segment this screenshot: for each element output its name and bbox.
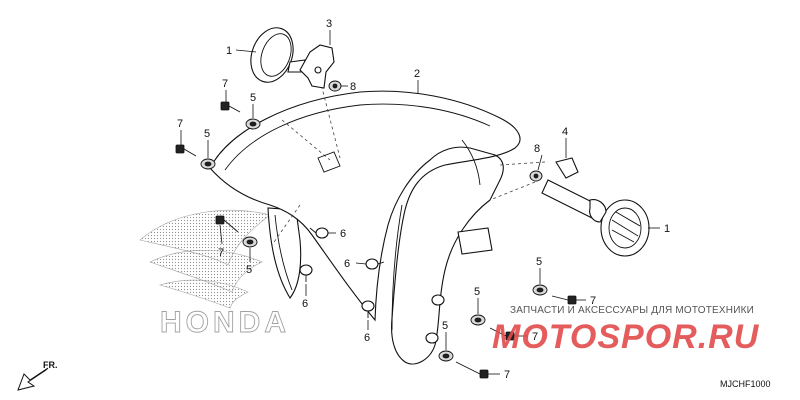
bolt-7e xyxy=(489,327,515,341)
rear-mud-flap xyxy=(267,207,302,299)
callout-7e: 7 xyxy=(532,331,538,343)
bolt-7b xyxy=(175,144,197,157)
callouts: 1 1 2 3 4 5 5 5 5 5 5 6 6 6 6 7 7 7 7 7 … xyxy=(177,18,670,381)
callout-5d: 5 xyxy=(536,256,542,268)
honda-wing-logo: HONDA xyxy=(139,210,290,339)
screw-6b xyxy=(299,264,313,282)
callout-5f: 5 xyxy=(442,320,448,332)
callout-7c: 7 xyxy=(218,247,224,259)
watermark-logo: MOTOSPOR.RU xyxy=(492,318,760,356)
front-fender xyxy=(209,90,521,365)
grommet-5b xyxy=(200,158,216,170)
bolt-7f xyxy=(455,361,489,379)
bolt-7a xyxy=(220,101,241,113)
front-direction-label: FR. xyxy=(43,360,58,370)
screw-6d xyxy=(361,300,375,318)
dashed-guides xyxy=(271,79,546,246)
callout-7d: 7 xyxy=(590,295,596,307)
callout-1-reflector-top: 1 xyxy=(226,45,232,57)
reflector-top xyxy=(250,27,306,83)
diagram-code: MJCHF1000 xyxy=(720,379,771,389)
honda-logo-text: HONDA xyxy=(160,306,290,339)
nut-8a xyxy=(328,80,342,92)
screw-6a xyxy=(309,227,329,239)
callout-7b: 7 xyxy=(177,118,183,130)
screw-6c xyxy=(365,258,385,270)
callout-3-bracket: 3 xyxy=(326,18,332,30)
callout-8b: 8 xyxy=(534,143,540,155)
nut-8b xyxy=(529,170,543,182)
grommet-5c xyxy=(242,236,258,248)
callout-8a: 8 xyxy=(350,81,356,93)
callout-7f: 7 xyxy=(504,369,510,381)
bolt-7c xyxy=(215,215,239,233)
callout-5a: 5 xyxy=(250,92,256,104)
callout-6a: 6 xyxy=(340,228,346,240)
grommet-5a xyxy=(245,118,261,130)
callout-7a: 7 xyxy=(222,78,228,90)
callout-1-reflector-right: 1 xyxy=(664,223,670,235)
bolt-7d xyxy=(551,295,577,305)
callout-2-fender: 2 xyxy=(414,68,420,80)
callout-6c: 6 xyxy=(344,258,350,270)
reflector-right xyxy=(541,157,650,257)
grommet-5e xyxy=(470,314,486,326)
reflector-bracket-top xyxy=(299,44,335,89)
callout-5b: 5 xyxy=(204,128,210,140)
leader-lines xyxy=(180,30,660,375)
front-direction-arrow-icon xyxy=(17,367,49,391)
callout-6b: 6 xyxy=(302,298,308,310)
callout-5c: 5 xyxy=(246,264,252,276)
callout-5e: 5 xyxy=(474,286,480,298)
grommet-5d xyxy=(532,284,548,296)
grommet-5f xyxy=(438,350,454,362)
callout-4-bracket: 4 xyxy=(562,126,568,138)
callout-6d: 6 xyxy=(364,332,370,344)
watermark-text: ЗАПЧАСТИ И АКСЕССУАРЫ ДЛЯ МОТОТЕХНИКИ xyxy=(510,305,755,316)
